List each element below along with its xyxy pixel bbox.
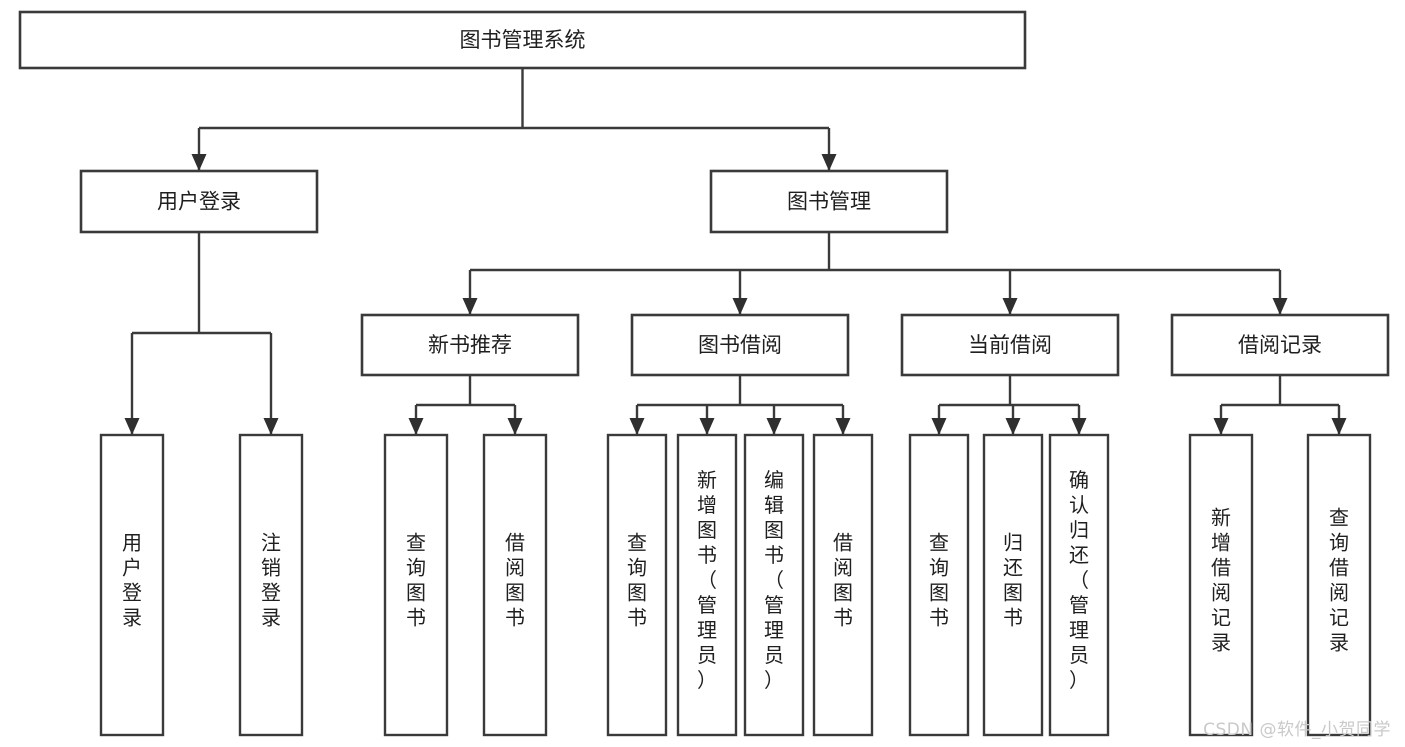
leaf-node-leaf-add-record[interactable]: 新增借阅记录 — [1188, 433, 1254, 737]
node-label: 归还图书 — [1003, 531, 1023, 630]
node-label: 用户登录 — [122, 531, 142, 630]
node-label: 新增图书（管理员） — [697, 468, 717, 692]
node-label: 查询图书 — [929, 531, 949, 630]
level2-node-user-login[interactable]: 用户登录 — [79, 169, 319, 234]
level3-node-borrow-record[interactable]: 借阅记录 — [1170, 313, 1390, 377]
leaf-node-leaf-query-book-cb[interactable]: 查询图书 — [908, 433, 970, 737]
node-box — [360, 313, 580, 377]
leaf-node-leaf-borrow-book-rec[interactable]: 借阅图书 — [482, 433, 548, 737]
node-box — [1170, 313, 1390, 377]
node-box — [18, 10, 1027, 70]
node-label: 查询图书 — [406, 531, 426, 630]
level2-node-book-manage[interactable]: 图书管理 — [709, 169, 949, 234]
level3-node-current-borrow[interactable]: 当前借阅 — [900, 313, 1120, 377]
leaf-node-leaf-query-record[interactable]: 查询借阅记录 — [1306, 433, 1372, 737]
node-label: 借阅图书 — [505, 531, 525, 630]
node-box — [383, 433, 449, 737]
node-box — [1048, 433, 1110, 737]
watermark-label: CSDN @软件_小贺同学 — [1203, 720, 1391, 740]
node-box — [709, 169, 949, 234]
leaf-node-leaf-edit-book[interactable]: 编辑图书（管理员） — [743, 433, 805, 737]
node-label: 确认归还（管理员） — [1069, 468, 1089, 692]
node-label: 图书管理系统 — [460, 28, 586, 52]
leaf-node-leaf-add-book[interactable]: 新增图书（管理员） — [676, 433, 738, 737]
leaf-node-leaf-user-logout[interactable]: 注销登录 — [238, 433, 304, 737]
node-label: 查询图书 — [627, 531, 647, 630]
node-box — [900, 313, 1120, 377]
node-label: 图书借阅 — [698, 333, 782, 357]
leaf-node-leaf-confirm-return[interactable]: 确认归还（管理员） — [1048, 433, 1110, 737]
node-layer: 图书管理系统用户登录图书管理新书推荐图书借阅当前借阅借阅记录用户登录注销登录查询… — [18, 10, 1390, 737]
node-box — [630, 313, 850, 377]
node-label: 借阅图书 — [833, 531, 853, 630]
leaf-node-leaf-borrow-book-br[interactable]: 借阅图书 — [812, 433, 874, 737]
node-label: 图书管理 — [787, 190, 871, 214]
node-box — [908, 433, 970, 737]
node-box — [1188, 433, 1254, 737]
level3-node-new-book-rec[interactable]: 新书推荐 — [360, 313, 580, 377]
node-box — [482, 433, 548, 737]
level3-node-book-borrow[interactable]: 图书借阅 — [630, 313, 850, 377]
leaf-node-leaf-user-login[interactable]: 用户登录 — [99, 433, 165, 737]
node-box — [1306, 433, 1372, 737]
node-box — [99, 433, 165, 737]
node-box — [982, 433, 1044, 737]
node-label: 当前借阅 — [968, 333, 1052, 357]
node-box — [676, 433, 738, 737]
node-label: 用户登录 — [157, 190, 241, 214]
node-label: 注销登录 — [261, 531, 281, 630]
node-label: 新增借阅记录 — [1211, 506, 1231, 655]
leaf-node-leaf-query-book-rec[interactable]: 查询图书 — [383, 433, 449, 737]
connector-layer — [124, 68, 1347, 435]
node-box — [606, 433, 668, 737]
node-label: 查询借阅记录 — [1329, 506, 1349, 655]
node-label: 新书推荐 — [428, 333, 512, 357]
node-box — [79, 169, 319, 234]
node-box — [743, 433, 805, 737]
node-label: 编辑图书（管理员） — [764, 468, 784, 692]
node-label: 借阅记录 — [1238, 333, 1322, 357]
node-box — [238, 433, 304, 737]
node-box — [812, 433, 874, 737]
leaf-node-leaf-return-book[interactable]: 归还图书 — [982, 433, 1044, 737]
root-node-图书管理系统[interactable]: 图书管理系统 — [18, 10, 1027, 70]
leaf-node-leaf-query-book-br[interactable]: 查询图书 — [606, 433, 668, 737]
